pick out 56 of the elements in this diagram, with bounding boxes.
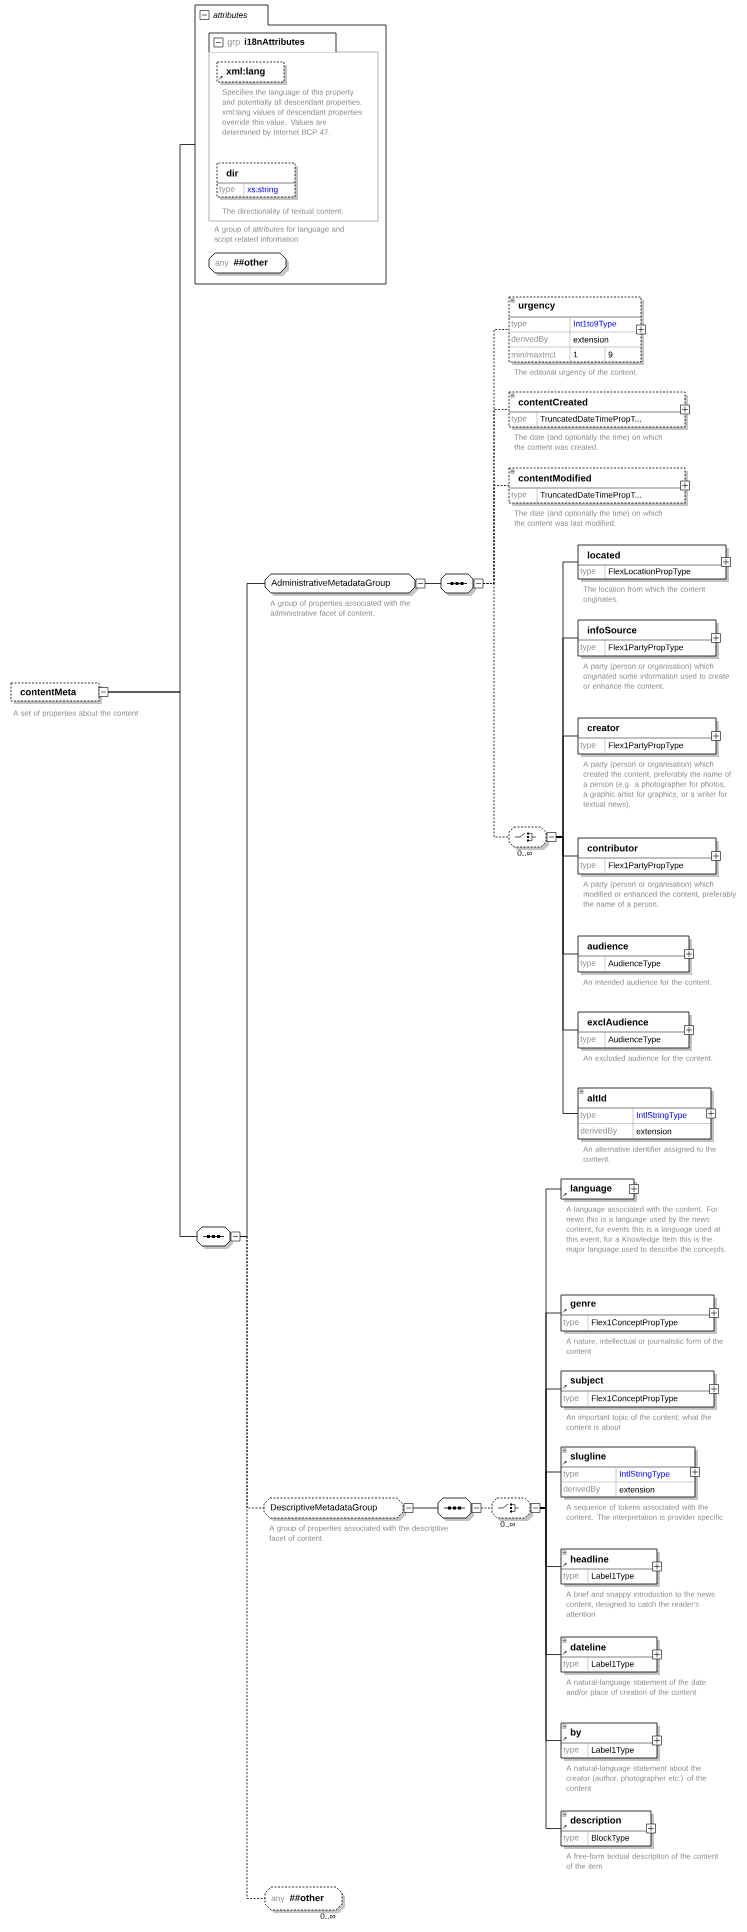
node-label: IntlStringType <box>636 1111 687 1120</box>
node-label: derivedBy <box>511 335 549 344</box>
connector-line <box>412 1507 439 1509</box>
connector-line <box>239 1236 266 1899</box>
multiplicity-label: 0..∞ <box>500 1521 515 1528</box>
multiplicity-label: 0..∞ <box>320 1913 335 1920</box>
element-box: exclAudience type AudienceType <box>577 1011 694 1051</box>
group-box: AdministrativeMetadataGroup <box>264 573 426 596</box>
node-label: min/maxIncl <box>511 351 555 358</box>
connector-line <box>107 691 198 1237</box>
node-label: 1 <box>573 351 578 358</box>
element-box: infoSource type Flex1PartyPropType <box>577 619 721 659</box>
element-box: creator type Flex1PartyPropType <box>577 717 721 757</box>
connector-line <box>239 583 266 1237</box>
element-box: description type BlockType <box>560 1810 656 1849</box>
element-box: genre type Flex1ConceptPropType <box>560 1294 719 1334</box>
node-label: extension <box>573 336 609 343</box>
element-box: subject type Flex1ConceptPropType <box>560 1370 719 1410</box>
element-box: dir type xs:string <box>216 162 298 200</box>
sequence-symbol <box>437 1497 482 1521</box>
wildcard-box: any ##other <box>208 252 289 276</box>
node-label: type <box>563 1470 579 1479</box>
element-box: headline type Label1Type <box>560 1548 662 1587</box>
node-label: extension <box>636 1128 672 1135</box>
element-box: audience type AudienceType <box>577 935 694 975</box>
node-label: derivedBy <box>580 1127 618 1136</box>
node-label: type <box>580 1112 596 1120</box>
multiplicity-label: 0..∞ <box>517 850 532 857</box>
element-box: by type Label1Type <box>560 1722 662 1761</box>
element-box: urgency type Int1to9Type derivedBy extension min/maxIncl 1 9 <box>508 296 646 365</box>
connector-line <box>480 1507 493 1509</box>
node-label: slugline <box>570 1452 606 1462</box>
element-box: xml:lang <box>216 61 287 85</box>
element-box: dateline type Label1Type <box>560 1636 662 1675</box>
sequence-symbol <box>440 573 484 596</box>
element-box: altId type IntlStringType derivedBy extension <box>577 1087 716 1142</box>
node-label: Int1to9Type <box>573 320 617 329</box>
group-box: DescriptiveMetadataGroup <box>263 1497 414 1521</box>
connector-line <box>555 836 579 1114</box>
node-label: urgency <box>518 303 556 311</box>
node-label: type <box>511 320 527 329</box>
element-box: located type FlexLocationPropType <box>577 544 731 582</box>
node-label: IntlStringType <box>619 1470 670 1479</box>
node-label: altId <box>587 1094 607 1102</box>
node-label: 9 <box>608 351 613 358</box>
element-box: contributor type Flex1PartyPropType <box>577 837 721 877</box>
connector-line <box>424 583 442 584</box>
element-box: contentCreated type TruncatedDateTimePropT... <box>508 391 690 430</box>
node-label: extension <box>619 1486 655 1493</box>
sequence-symbol <box>196 1226 241 1249</box>
node-label: derivedBy <box>563 1485 601 1494</box>
element-box: language <box>560 1178 639 1202</box>
connector-line <box>539 1507 562 1829</box>
element-box: contentModified type TruncatedDateTimePropT... <box>508 467 690 506</box>
wildcard-box: any ##other <box>264 1886 345 1913</box>
element-box: slugline type IntlStringType derivedBy extension <box>560 1446 700 1500</box>
